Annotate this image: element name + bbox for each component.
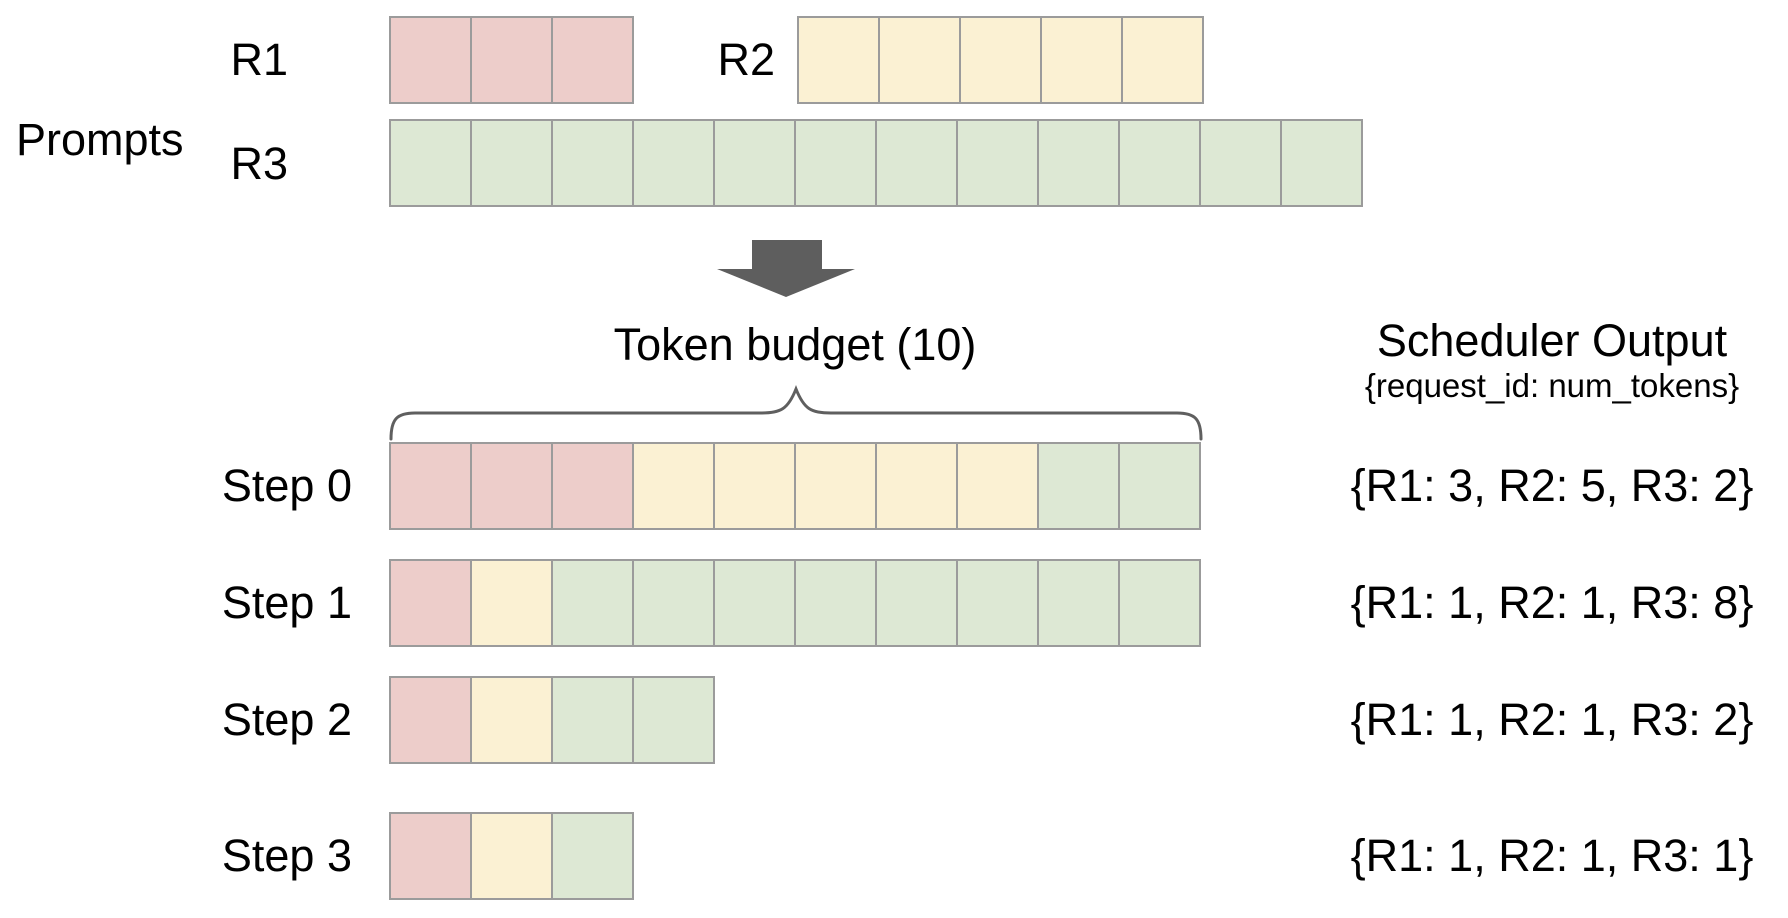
scheduler-output-subtitle: {request_id: num_tokens} xyxy=(1364,367,1740,404)
token-cell-r3 xyxy=(877,121,958,205)
token-cell-r3 xyxy=(958,561,1039,645)
step-label-1: Step 1 xyxy=(221,577,352,628)
token-cell-r3 xyxy=(1039,444,1120,528)
token-cell-r2 xyxy=(958,444,1039,528)
prompt-label-r1: R1 xyxy=(230,34,288,85)
scheduler-output-value-3: {R1: 1, R2: 1, R3: 1} xyxy=(1350,830,1754,881)
token-cell-r1 xyxy=(472,444,553,528)
token-cell-r3 xyxy=(1120,444,1201,528)
token-cell-r1 xyxy=(391,814,472,898)
prompt-label-r2: R2 xyxy=(717,34,775,85)
brace-path xyxy=(389,384,1203,441)
step-label-3: Step 3 xyxy=(221,830,352,881)
token-cell-r3 xyxy=(1120,121,1201,205)
token-cell-r3 xyxy=(715,121,796,205)
token-cell-r1 xyxy=(391,444,472,528)
step-label-2: Step 2 xyxy=(221,694,352,745)
step-row-2 xyxy=(389,676,715,764)
scheduler-output-value-2: {R1: 1, R2: 1, R3: 2} xyxy=(1350,694,1754,745)
prompts-section-label: Prompts xyxy=(16,114,184,165)
token-cell-r3 xyxy=(634,678,715,762)
token-budget-brace-icon xyxy=(389,384,1203,441)
step-row-3 xyxy=(389,812,634,900)
token-cell-r2 xyxy=(472,561,553,645)
step-row-0 xyxy=(389,442,1201,530)
token-cell-r2 xyxy=(799,18,880,102)
down-arrow-head xyxy=(717,269,855,297)
token-cell-r3 xyxy=(1282,121,1363,205)
token-cell-r3 xyxy=(472,121,553,205)
token-cell-r1 xyxy=(391,561,472,645)
token-cell-r3 xyxy=(958,121,1039,205)
token-cell-r3 xyxy=(1120,561,1201,645)
token-cell-r2 xyxy=(472,814,553,898)
token-cell-r3 xyxy=(715,561,796,645)
scheduler-output-value-0: {R1: 3, R2: 5, R3: 2} xyxy=(1350,460,1754,511)
prompt-row-r1 xyxy=(389,16,634,104)
token-cell-r2 xyxy=(634,444,715,528)
prompt-row-r3 xyxy=(389,119,1363,207)
token-cell-r2 xyxy=(961,18,1042,102)
token-cell-r2 xyxy=(880,18,961,102)
token-cell-r1 xyxy=(391,678,472,762)
token-cell-r2 xyxy=(472,678,553,762)
scheduler-output-value-1: {R1: 1, R2: 1, R3: 8} xyxy=(1350,577,1754,628)
token-cell-r1 xyxy=(553,444,634,528)
token-cell-r2 xyxy=(877,444,958,528)
token-cell-r3 xyxy=(553,121,634,205)
step-label-0: Step 0 xyxy=(221,460,352,511)
token-cell-r2 xyxy=(1123,18,1204,102)
token-cell-r3 xyxy=(1039,121,1120,205)
token-cell-r3 xyxy=(877,561,958,645)
prompt-row-r2 xyxy=(797,16,1204,104)
token-cell-r1 xyxy=(553,18,634,102)
token-cell-r3 xyxy=(634,121,715,205)
down-arrow-stem xyxy=(752,240,822,269)
token-cell-r1 xyxy=(391,18,472,102)
token-cell-r3 xyxy=(796,561,877,645)
token-cell-r3 xyxy=(1039,561,1120,645)
token-cell-r2 xyxy=(796,444,877,528)
token-cell-r1 xyxy=(472,18,553,102)
token-cell-r3 xyxy=(553,678,634,762)
scheduler-output-title: Scheduler Output xyxy=(1376,315,1728,366)
token-cell-r2 xyxy=(1042,18,1123,102)
token-cell-r3 xyxy=(553,561,634,645)
token-cell-r3 xyxy=(553,814,634,898)
token-cell-r3 xyxy=(391,121,472,205)
step-row-1 xyxy=(389,559,1201,647)
token-cell-r3 xyxy=(796,121,877,205)
token-cell-r2 xyxy=(715,444,796,528)
prompt-label-r3: R3 xyxy=(230,138,288,189)
token-budget-label: Token budget (10) xyxy=(613,319,977,370)
token-cell-r3 xyxy=(1201,121,1282,205)
token-cell-r3 xyxy=(634,561,715,645)
